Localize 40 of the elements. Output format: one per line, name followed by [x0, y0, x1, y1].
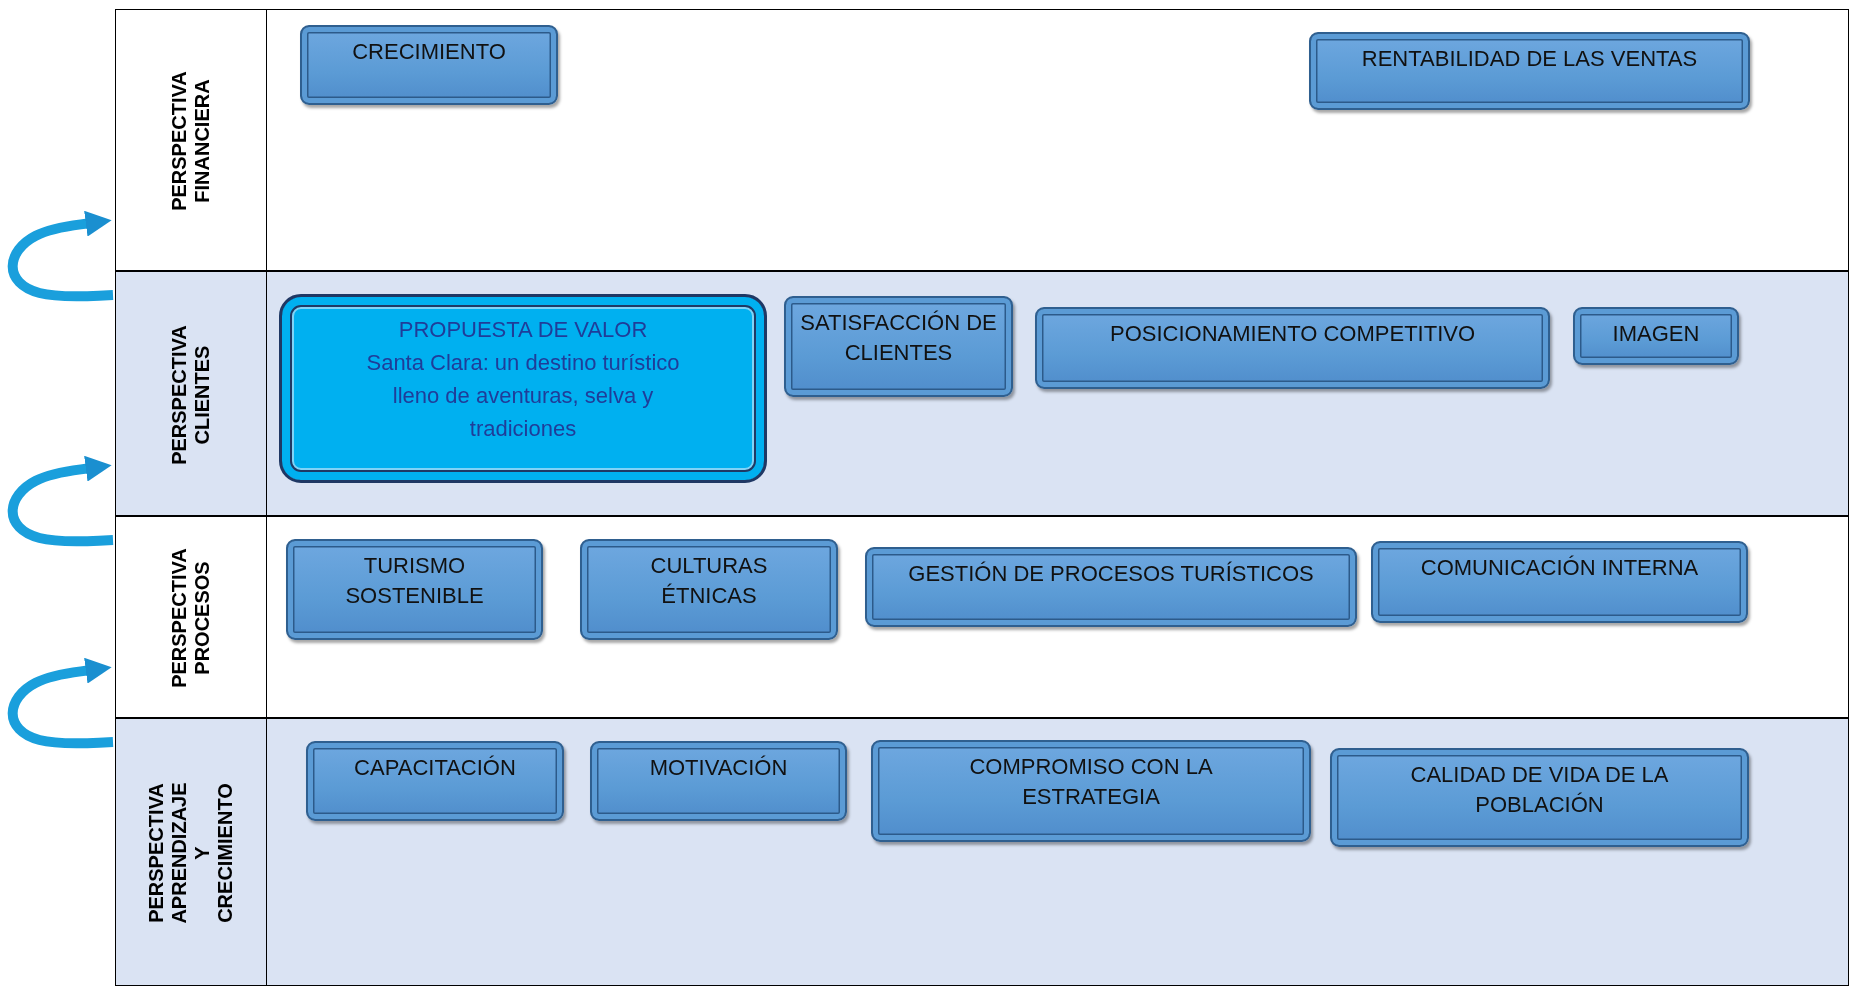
curved-arrow — [7, 455, 114, 547]
box-text: COMPROMISO CON LA ESTRATEGIA — [968, 753, 1214, 811]
box-text: SATISFACCIÓN DE CLIENTES — [800, 309, 997, 367]
box-text: MOTIVACIÓN — [648, 754, 789, 782]
box-text: CRECIMIENTO — [351, 38, 507, 66]
objective-box — [300, 25, 558, 105]
objective-box — [1330, 748, 1749, 847]
box-text: PROPUESTA DE VALOR — [397, 316, 649, 344]
objective-box — [590, 741, 847, 821]
box-text: CULTURAS ÉTNICAS — [649, 552, 769, 610]
objective-box — [871, 740, 1311, 842]
perspective-band — [115, 516, 1849, 718]
value-proposition-box — [279, 294, 767, 483]
perspective-label: PERSPECTIVA FINANCIERA — [168, 70, 214, 213]
perspective-label: PERSPECTIVA APRENDIZAJE Y CRECIMIENTO — [145, 781, 237, 926]
objective-box — [580, 539, 838, 640]
curved-arrow — [7, 210, 114, 302]
objective-box — [1035, 307, 1550, 389]
objective-box — [865, 547, 1357, 627]
box-text: GESTIÓN DE PROCESOS TURÍSTICOS — [907, 560, 1315, 588]
perspective-band — [115, 718, 1849, 986]
perspective-band — [115, 271, 1849, 516]
objective-box — [286, 539, 543, 640]
objective-box — [306, 741, 564, 821]
perspective-band — [115, 9, 1849, 271]
box-text: Santa Clara: un destino turístico lleno de aventuras, selva y tradiciones — [365, 349, 681, 443]
perspective-label: PERSPECTIVA CLIENTES — [168, 323, 214, 467]
objective-box — [784, 296, 1013, 397]
objective-box — [1573, 307, 1739, 365]
box-text: CALIDAD DE VIDA DE LA POBLACIÓN — [1409, 761, 1670, 819]
box-text: TURISMO SOSTENIBLE — [344, 552, 485, 610]
objective-box — [1309, 32, 1750, 110]
curved-arrow — [7, 657, 114, 749]
box-text: CAPACITACIÓN — [353, 754, 517, 782]
box-text: IMAGEN — [1611, 320, 1701, 348]
box-text: COMUNICACIÓN INTERNA — [1419, 554, 1700, 582]
objective-box — [1371, 541, 1748, 623]
perspective-label: PERSPECTIVA PROCESOS — [168, 547, 214, 690]
box-text: POSICIONAMIENTO COMPETITIVO — [1108, 320, 1477, 348]
box-text: RENTABILIDAD DE LAS VENTAS — [1360, 45, 1699, 73]
